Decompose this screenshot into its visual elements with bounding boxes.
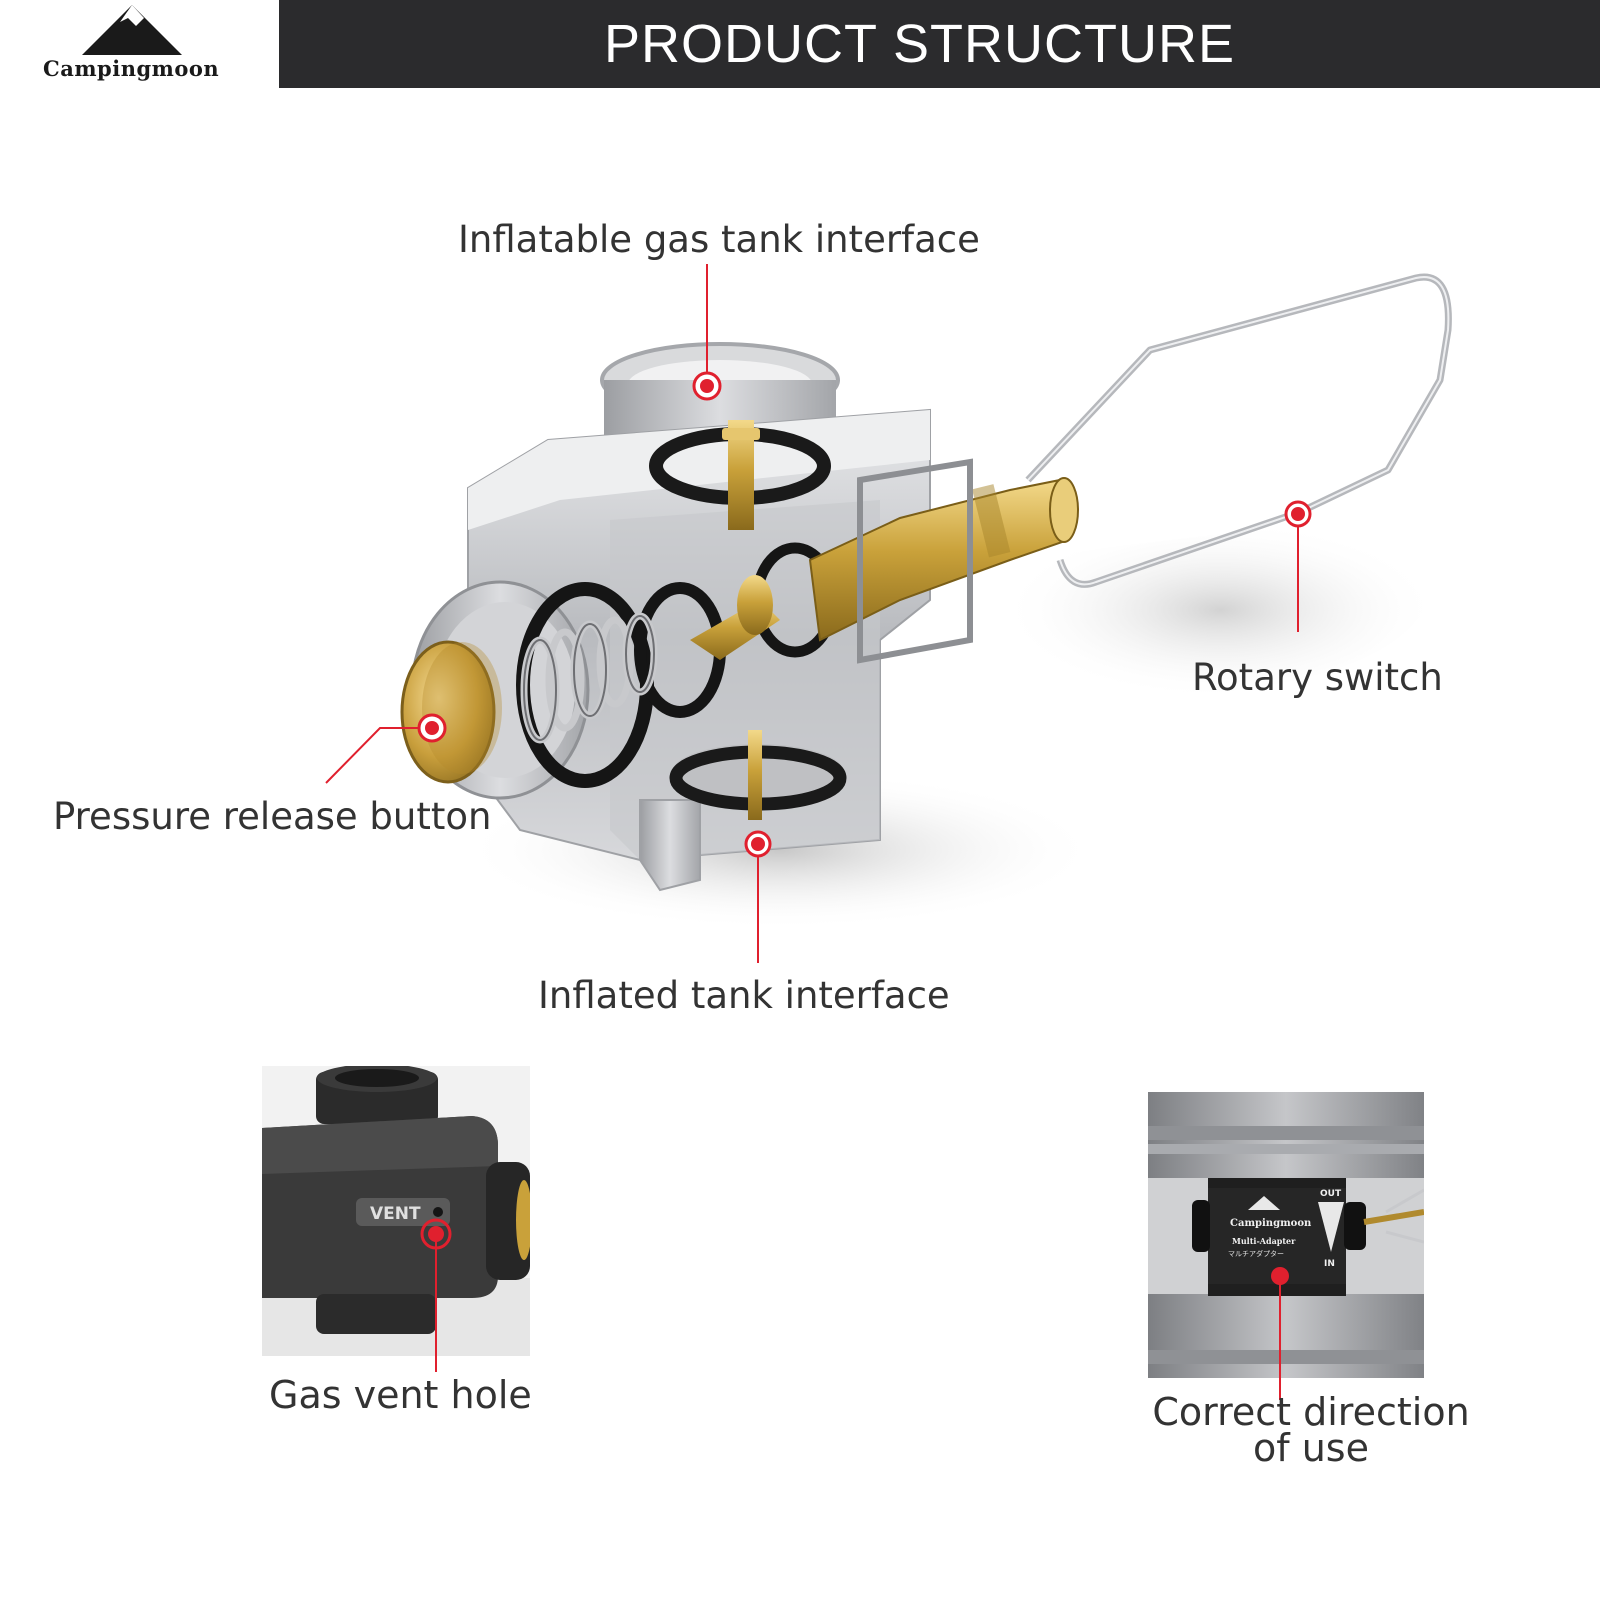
label-gas-vent-hole: Gas vent hole [269,1373,532,1417]
adapter-out-label: OUT [1320,1189,1342,1199]
label-inflated-tank-interface: Inflated tank interface [538,974,950,1017]
adapter-in-label: IN [1324,1259,1335,1269]
adapter-subtitle: マルチアダプター [1228,1249,1284,1258]
adapter-inset-photo: Campingmoon Multi-Adapter マルチアダプター OUT I… [1148,1092,1424,1378]
mountain-logo-icon [82,5,182,55]
brand-logo: Campingmoon [40,0,240,90]
label-correct-direction: Correct direction of use [1152,1390,1470,1470]
header-banner: PRODUCT STRUCTURE [279,0,1600,88]
adapter-brand: Campingmoon [1230,1218,1312,1229]
label-gas-tank-interface: Inflatable gas tank interface [458,218,980,261]
label-rotary-switch: Rotary switch [1192,656,1443,699]
vent-marking: VENT [370,1204,421,1224]
label-pressure-release-button: Pressure release button [53,795,492,838]
vent-hole-inset-photo: VENT [262,1066,530,1356]
page-title: PRODUCT STRUCTURE [603,14,1235,74]
adapter-product: Multi-Adapter [1232,1236,1296,1246]
brand-name: Campingmoon [43,56,220,81]
